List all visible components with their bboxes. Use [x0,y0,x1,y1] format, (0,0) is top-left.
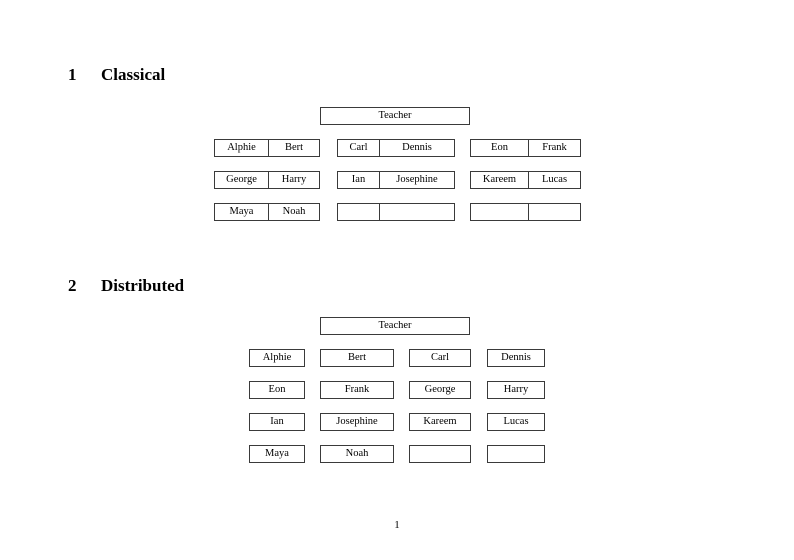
student-cell[interactable]: Harry [281,173,307,185]
student-cell[interactable]: Alphie [215,140,269,156]
student-box[interactable]: Maya [249,445,305,463]
student-pair-box[interactable]: Carl Dennis [337,139,455,157]
student-cell[interactable]: Frank [542,141,567,153]
student-cell[interactable]: Carl [338,140,380,156]
student-cell[interactable]: Kareem [471,172,529,188]
student-cell[interactable]: Dennis [402,141,432,153]
section-title: Distributed [101,276,185,295]
student-box[interactable]: Noah [320,445,394,463]
student-box[interactable]: Carl [409,349,471,367]
student-pair-box[interactable] [470,203,581,221]
student-box[interactable]: Dennis [487,349,545,367]
student-box[interactable]: Ian [249,413,305,431]
student-box[interactable]: Alphie [249,349,305,367]
section-number: 1 [68,65,77,84]
student-box[interactable] [409,445,471,463]
student-box[interactable]: Bert [320,349,394,367]
student-box[interactable]: Eon [249,381,305,399]
student-cell[interactable]: Bert [284,141,304,153]
student-pair-box[interactable]: Ian Josephine [337,171,455,189]
student-cell[interactable] [471,204,529,220]
section-title: Classical [101,65,166,84]
student-cell[interactable]: Noah [282,205,306,217]
student-cell[interactable]: Maya [215,204,269,220]
teacher-box-distributed[interactable]: Teacher [320,317,470,335]
student-cell[interactable] [338,204,380,220]
student-box[interactable]: Lucas [487,413,545,431]
student-box[interactable] [487,445,545,463]
student-cell[interactable] [380,204,454,220]
student-cell[interactable]: Lucas [541,173,568,185]
student-box[interactable]: George [409,381,471,399]
section-heading-classical: 1 Classical [68,66,165,83]
student-pair-box[interactable]: Maya Noah [214,203,320,221]
student-cell[interactable]: George [215,172,269,188]
student-cell[interactable]: Eon [471,140,529,156]
section-number: 2 [68,276,77,295]
student-cell[interactable]: Ian [338,172,380,188]
student-box[interactable]: Harry [487,381,545,399]
student-pair-box[interactable]: George Harry [214,171,320,189]
student-cell[interactable] [529,204,580,220]
student-box[interactable]: Kareem [409,413,471,431]
student-cell[interactable]: Josephine [396,173,438,185]
student-pair-box[interactable] [337,203,455,221]
section-heading-distributed: 2 Distributed [68,277,184,294]
student-pair-box[interactable]: Kareem Lucas [470,171,581,189]
page-number: 1 [394,519,400,531]
student-pair-box[interactable]: Eon Frank [470,139,581,157]
student-pair-box[interactable]: Alphie Bert [214,139,320,157]
student-box[interactable]: Josephine [320,413,394,431]
student-box[interactable]: Frank [320,381,394,399]
teacher-box-classical[interactable]: Teacher [320,107,470,125]
